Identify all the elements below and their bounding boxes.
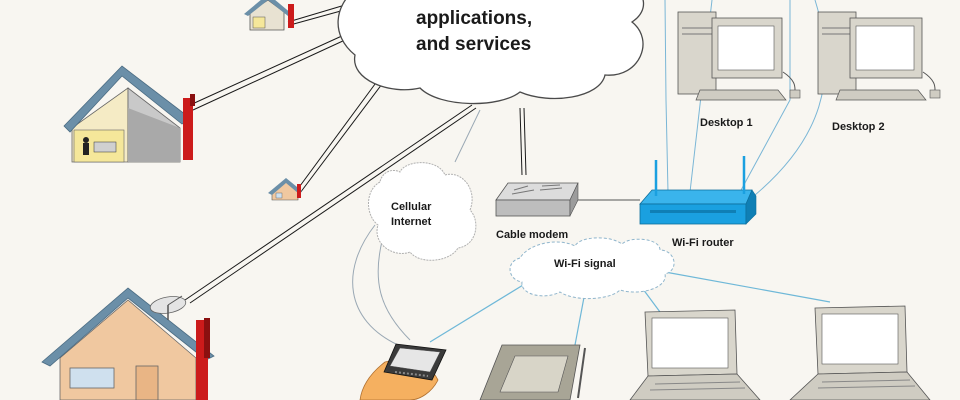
cellular-cloud-shape [368,162,477,261]
cellular-label-line1: Cellular [391,201,432,213]
wifi-router: Wi-Fi router [639,156,757,249]
cloud-text-line2: and services [416,34,531,55]
cloud-shape [337,0,645,105]
wifi-signal-label: Wi-Fi signal [554,258,616,270]
desktop2-label: Desktop 2 [832,121,885,133]
link-cell-cloud [454,109,481,163]
tiny-house [268,178,302,201]
wired-links [184,4,640,304]
desktop-2: Desktop 2 [817,11,941,133]
cloud-text-line1: applications, [416,8,532,29]
link-satellite-house [184,104,477,304]
desktop1-label: Desktop 1 [700,117,753,129]
wifi-to-laptop2 [664,271,831,303]
link-cable-modem [519,107,527,176]
house-with-satellite [41,287,215,400]
link-small-house-top [287,4,349,26]
link-router-desktop1 [664,0,669,193]
cellular-label-line2: Internet [391,216,432,228]
link-mid-house [189,29,359,111]
tablet [479,344,586,400]
link-cell-phone-b [377,229,411,341]
wifi-cloud-shape [509,237,675,300]
desktop-1: Desktop 1 [677,11,801,129]
house-with-office [63,65,195,163]
satellite-dish-icon [149,295,187,320]
cellular-links [352,109,481,346]
laptop-1 [629,309,761,400]
laptop-2 [789,305,931,400]
wifi-to-tablet [574,291,586,346]
wifi-router-label: Wi-Fi router [672,237,734,249]
wifi-signal-cloud: Wi-Fi signal [509,237,675,300]
link-router-desktop2b [739,0,791,193]
cable-modem-label: Cable modem [496,229,568,241]
cellular-cloud: Cellular Internet [368,162,477,261]
smartphone-in-hand [359,343,447,400]
wifi-to-phone [429,281,529,343]
internet-cloud: applications, and services [337,0,645,105]
link-tiny-house [296,79,383,194]
small-house-top [244,0,294,31]
cable-modem: Cable modem [495,182,579,241]
link-cell-phone-a [352,224,399,346]
